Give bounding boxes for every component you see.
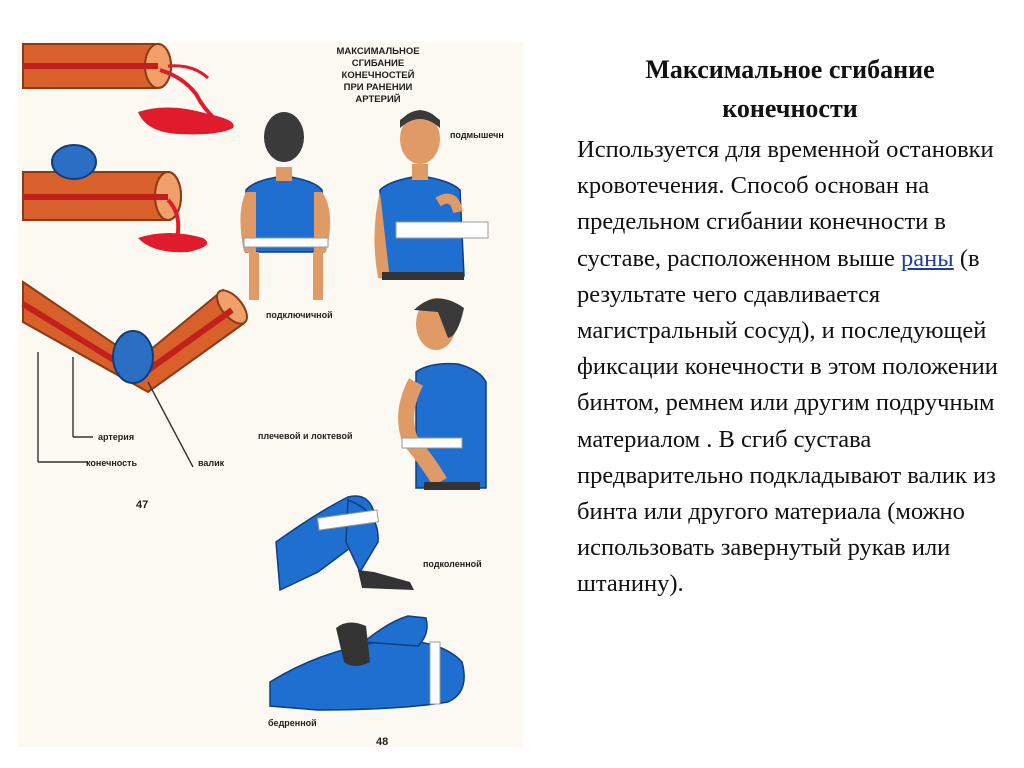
illus-heading-line-4: ПРИ РАНЕНИИ bbox=[344, 82, 413, 93]
fig-number-left: 47 bbox=[136, 499, 148, 511]
figure-subclavian bbox=[240, 112, 331, 300]
wound-link[interactable]: раны bbox=[901, 244, 954, 272]
illustration-panel: МАКСИМАЛЬНОЕ СГИБАНИЕ КОНЕЧНОСТЕЙ ПРИ РА… bbox=[18, 42, 523, 747]
figure-brachial-elbow bbox=[398, 298, 487, 490]
figure-femoral bbox=[269, 615, 465, 711]
fig-number-right: 48 bbox=[376, 736, 388, 747]
slide-body-text: Используется для временной остановки кро… bbox=[577, 132, 1017, 603]
illus-heading-line-1: МАКСИМАЛЬНОЕ bbox=[336, 46, 419, 57]
slide-title: Максимальное сгибание конечности bbox=[560, 50, 1020, 128]
figure-axillary bbox=[374, 110, 489, 280]
figure-popliteal bbox=[275, 495, 414, 592]
bent-limb-drawing bbox=[21, 280, 248, 468]
label-subclavian: подключичной bbox=[266, 310, 333, 320]
title-line-2: конечности bbox=[722, 94, 858, 123]
label-brachial-elbow: плечевой и локтевой bbox=[258, 431, 352, 441]
title-line-1: Максимальное сгибание bbox=[645, 55, 935, 84]
body-text-before-link: Используется для временной остановки кро… bbox=[577, 136, 994, 272]
label-axillary: подмышечн bbox=[450, 130, 504, 140]
illus-heading-line-5: АРТЕРИЙ bbox=[355, 93, 400, 105]
label-femoral: бедренной bbox=[268, 718, 317, 728]
label-roller: валик bbox=[198, 458, 225, 468]
bleeding-limb-drawing bbox=[22, 43, 234, 135]
illustration-heading: МАКСИМАЛЬНОЕ СГИБАНИЕ КОНЕЧНОСТЕЙ ПРИ РА… bbox=[336, 46, 419, 105]
illus-heading-line-2: СГИБАНИЕ bbox=[352, 58, 404, 69]
illus-heading-line-3: КОНЕЧНОСТЕЙ bbox=[342, 69, 415, 81]
label-artery: артерия bbox=[98, 432, 134, 442]
body-text-after-link: (в результате чего сдавливается магистра… bbox=[577, 244, 998, 598]
limb-with-roller-drawing bbox=[22, 144, 208, 253]
illustration: МАКСИМАЛЬНОЕ СГИБАНИЕ КОНЕЧНОСТЕЙ ПРИ РА… bbox=[21, 43, 504, 747]
label-popliteal: подколенной bbox=[423, 559, 482, 569]
label-limb: конечность bbox=[86, 458, 138, 468]
